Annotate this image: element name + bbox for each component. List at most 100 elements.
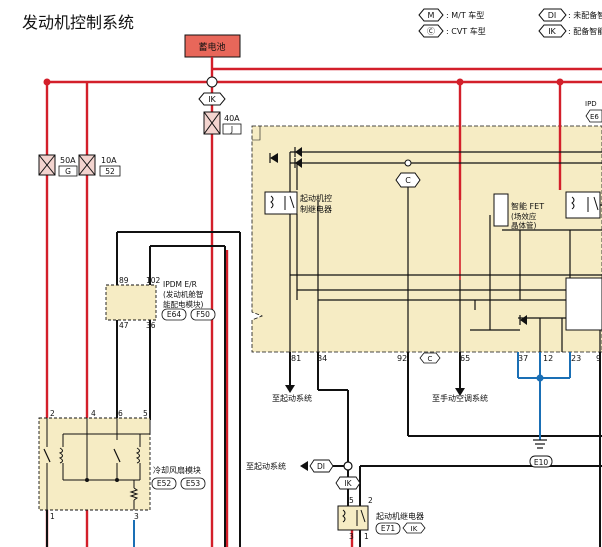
blue-wires — [133, 352, 571, 547]
fan-code-2: E53 — [186, 479, 201, 488]
battery-connector-node — [206, 76, 218, 88]
fet-label-3: 晶体管) — [511, 220, 536, 230]
fan-pin-6: 6 — [118, 409, 123, 418]
fan-code-1: E52 — [157, 479, 172, 488]
fan-pin-2: 2 — [50, 409, 55, 418]
connector-c-mid-label: C — [405, 176, 411, 185]
fan-pin-3: 3 — [134, 512, 139, 521]
arrow-to-ac — [455, 388, 465, 396]
legend: M : M/T 车型 Ⓒ : CVT 车型 DI : 未配备智 IK : 配备智… — [418, 8, 602, 38]
cooling-fan-module: 2 4 6 5 1 3 冷却风扇模块 E52 E53 — [38, 409, 206, 521]
legend-ik-symbol: IK — [548, 27, 556, 36]
fet-label-1: 智能 FET — [511, 201, 544, 211]
fuse-40a-id: J — [230, 125, 233, 134]
connector-c-bottom-label: C — [428, 355, 433, 363]
starter-relay-code: E71 — [381, 524, 396, 533]
junction-starter-2 — [343, 461, 353, 471]
ecm-pins: 81 84 92 C 65 37 12 23 9 — [291, 352, 601, 364]
connector-ik-bottom — [335, 476, 361, 490]
fan-pin-1: 1 — [50, 512, 55, 521]
fet-label-2: (场效应 — [511, 211, 537, 221]
legend-ik-badge — [538, 24, 567, 38]
pin-81: 81 — [291, 354, 301, 363]
fuse-40a-rating: 40A — [224, 114, 240, 123]
starter-relay-pin-2: 2 — [368, 496, 373, 505]
ecm-notch — [252, 126, 261, 141]
legend-c-text: : CVT 车型 — [446, 26, 486, 36]
starter-control-relay: 起动机控 制继电器 — [264, 191, 332, 215]
starter-relay-pin-5: 5 — [349, 496, 354, 505]
arrow-to-starter-1 — [285, 385, 295, 393]
pin-37: 37 — [518, 354, 528, 363]
ipdm-pin-47: 47 — [119, 321, 129, 330]
pin-65: 65 — [460, 354, 470, 363]
connector-c-bottom — [419, 352, 441, 364]
blue-junction — [536, 374, 544, 382]
fuse-10a-id: 52 — [105, 167, 115, 176]
legend-di-symbol: DI — [548, 11, 557, 20]
legend-di-text: : 未配备智 — [568, 10, 602, 20]
fuse-50a-id: G — [65, 167, 71, 176]
to-starter-2-label: 至起动系统 — [246, 461, 286, 471]
pin-23: 23 — [571, 354, 581, 363]
starter-relay-ik: IK — [411, 525, 418, 533]
ipdm-code-1-badge — [161, 308, 187, 321]
legend-ik-text: : 配备智能 — [568, 26, 602, 36]
to-ac-label: 至手动空调系统 — [432, 393, 488, 403]
diagram-title: 发动机控制系统 — [22, 13, 134, 32]
fan-pin-5: 5 — [143, 409, 148, 418]
smart-fet: 智能 FET (场效应 晶体管) — [493, 193, 544, 230]
relay-ctrl-label-2: 制继电器 — [300, 204, 332, 214]
connector-c-mid — [395, 172, 421, 188]
legend-c-badge — [418, 24, 444, 38]
ipdm-label-1: IPDM E/R — [163, 280, 197, 289]
ecm-internal-wires — [289, 151, 602, 352]
fan-pin-4: 4 — [91, 409, 96, 418]
relay-ctrl-label-1: 起动机控 — [300, 193, 332, 203]
fan-module-label: 冷却风扇模块 — [153, 465, 201, 475]
diodes-top — [269, 147, 527, 325]
ipdm-top-label: IPD — [585, 100, 597, 108]
pin-92: 92 — [397, 354, 407, 363]
ipdm-pin-89: 89 — [119, 276, 129, 285]
ipdm-wires — [116, 231, 241, 547]
legend-c-symbol: Ⓒ — [427, 27, 435, 36]
ipdm-code-1: E64 — [167, 310, 182, 319]
ipdm-er-box — [105, 284, 157, 321]
legend-m-text: : M/T 车型 — [446, 10, 484, 20]
ipdm-label-3: 能配电模块) — [163, 299, 203, 309]
ipdm-top-badge — [585, 109, 602, 123]
ipdm-label-2: (发动机舱智 — [163, 289, 203, 299]
pin-9: 9 — [596, 354, 601, 363]
battery-label: 蓄电池 — [198, 41, 225, 53]
arrow-to-starter-2 — [300, 461, 308, 471]
ik-top-label: IK — [208, 95, 216, 104]
ipdm-pin-102: 102 — [146, 276, 161, 285]
fuse-40a: IK 40A J — [198, 92, 242, 135]
right-relay — [565, 191, 601, 219]
lower-black-wires — [289, 352, 602, 547]
ground-code: E10 — [534, 458, 549, 467]
starter-relay-pin-1: 1 — [364, 532, 369, 541]
pin-12: 12 — [543, 354, 553, 363]
starter-relay: 5 2 3 1 起动机继电器 E71 IK — [337, 496, 426, 541]
connector-di-left-label: DI — [317, 462, 325, 471]
ipdm-top-code: E6 — [590, 113, 599, 121]
starter-relay-label: 起动机继电器 — [376, 511, 424, 521]
legend-di-badge — [538, 8, 567, 22]
ipdm-code-2: F50 — [196, 310, 210, 319]
fuse-10a-rating: 10A — [101, 156, 117, 165]
ecm-right-module — [565, 277, 602, 331]
to-starter-1-label: 至起动系统 — [272, 393, 312, 403]
connector-ik-bottom-label: IK — [344, 479, 352, 488]
ipdm-pin-36: 36 — [146, 321, 156, 330]
legend-m-symbol: M — [428, 11, 435, 20]
fuse-10a: 10A 52 — [78, 154, 121, 177]
legend-m-badge — [418, 8, 444, 22]
ipdm-code-2-badge — [190, 308, 216, 321]
starter-relay-pin-3: 3 — [349, 532, 354, 541]
ecm-module-area — [251, 125, 602, 353]
fuse-50a: 50A G — [38, 154, 78, 177]
